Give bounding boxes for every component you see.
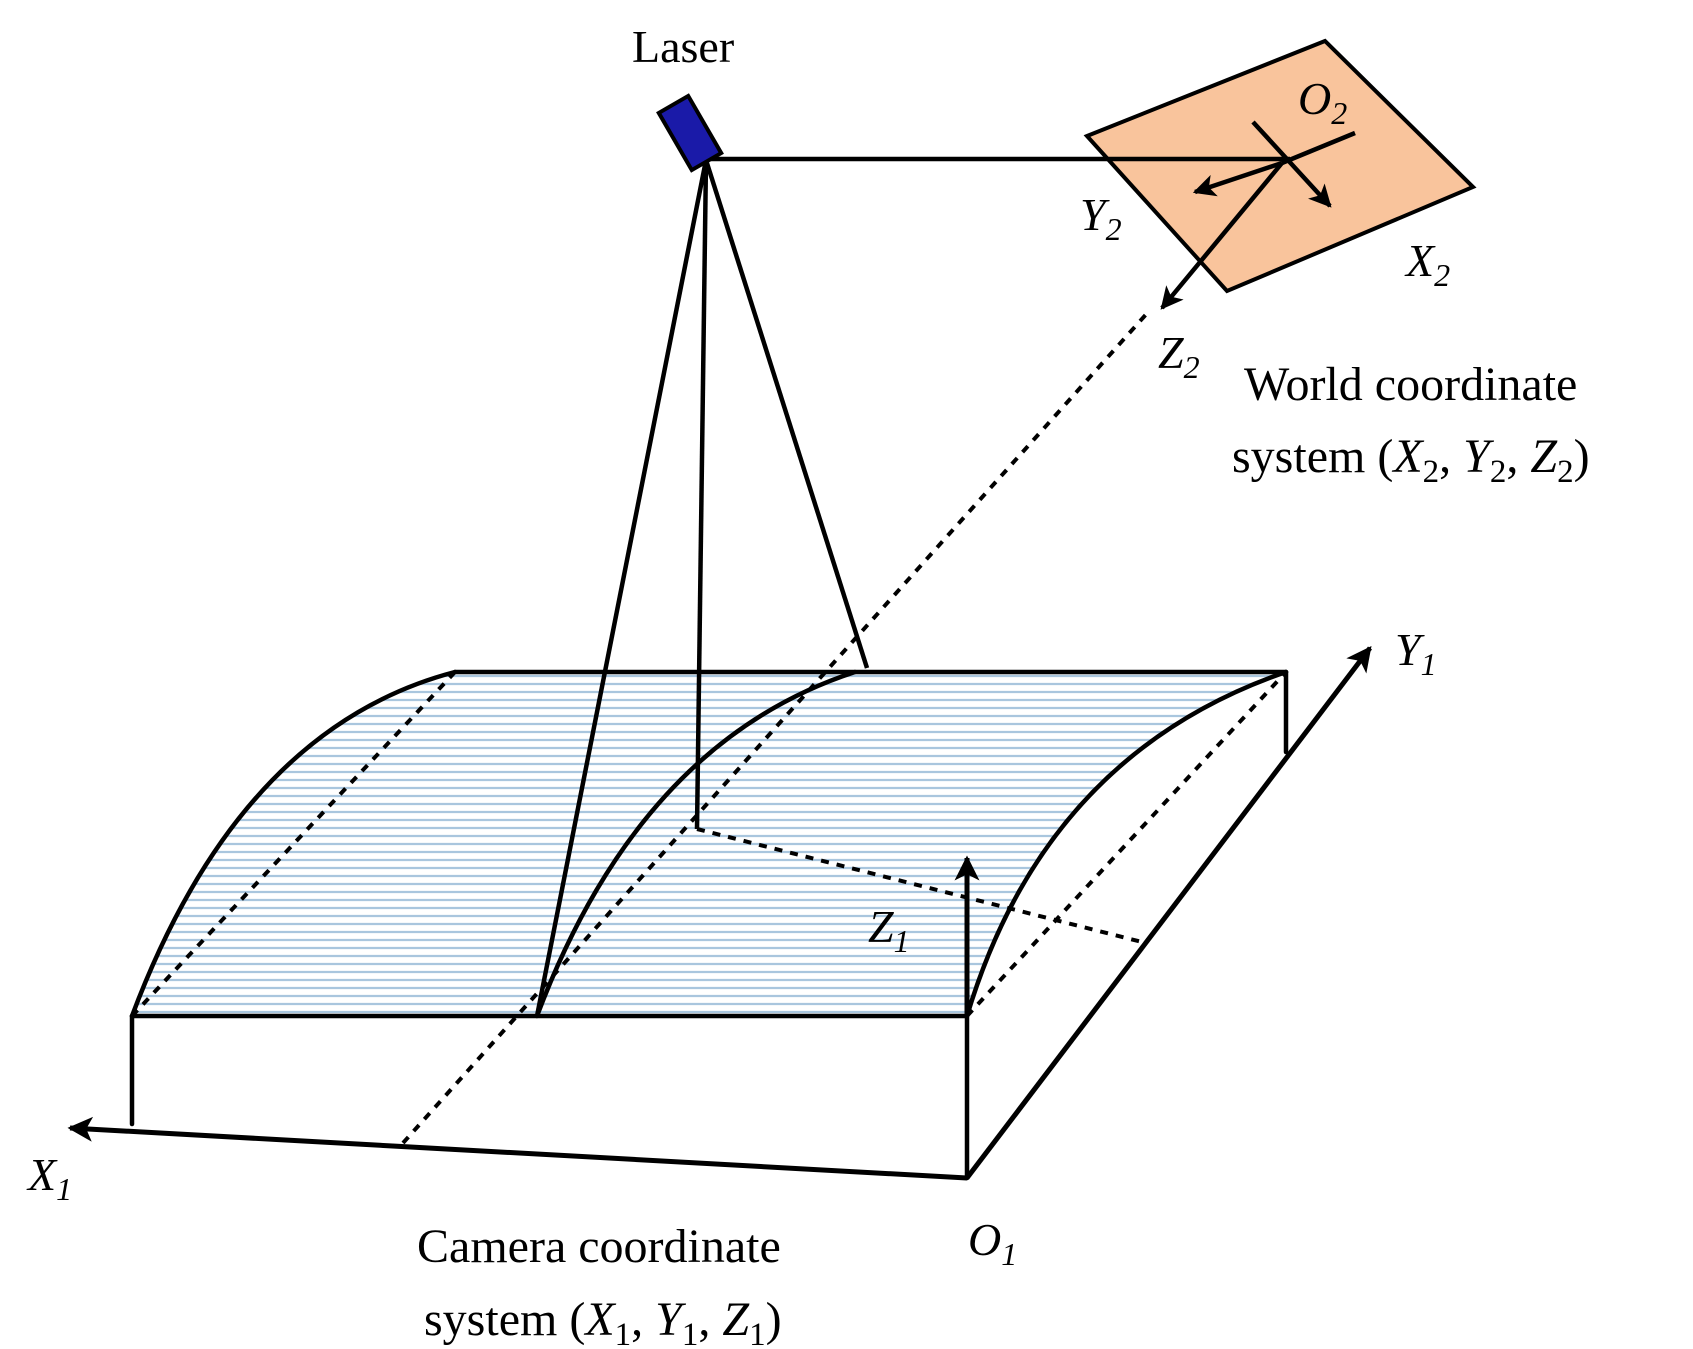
world-axes [1160, 120, 1356, 310]
z1-label: Z1 [868, 901, 910, 959]
surface-left-arc [129, 669, 458, 1019]
box-edges [129, 669, 1289, 1181]
laser-beam-left [534, 159, 709, 1017]
z2-axis-arrow [1160, 161, 1284, 310]
camera-caption-line2: system (X1, Y1, Z1) [424, 1293, 782, 1349]
y2-axis-arrow [1192, 160, 1283, 197]
laser-foot-dashed [696, 827, 1143, 944]
laser-label: Laser [632, 21, 734, 72]
y1-label: Y1 [1395, 624, 1437, 682]
o2-line [1281, 130, 1356, 166]
laser-device [656, 93, 724, 173]
x1-axis-arrow [67, 1116, 968, 1181]
laser-beam-vertical [694, 159, 709, 830]
o1-label: O1 [968, 1214, 1017, 1272]
x2-label: X2 [1404, 235, 1450, 293]
o2-label: O2 [1298, 73, 1347, 131]
y2-label: Y2 [1080, 189, 1122, 247]
surface-middle-arc [534, 669, 858, 1019]
camera-axes [67, 646, 1372, 1181]
camera-caption-line1: Camera coordinate [417, 1220, 781, 1273]
surface-back-edge-right-dashed [965, 670, 1288, 1018]
hidden-lines [130, 308, 1288, 1145]
optical-axis-dashed [401, 308, 1152, 1145]
y1-axis-arrow [965, 646, 1372, 1180]
curved-surface-fill [132, 672, 1286, 1016]
surface-right-arc [964, 669, 1289, 1019]
world-caption-line1: World coordinate [1244, 358, 1577, 411]
laser-beam-right [703, 159, 870, 669]
world-caption-line2: system (X2, Y2, Z2) [1232, 430, 1590, 490]
laser-beams [534, 156, 1290, 1017]
x1-label: X1 [26, 1149, 72, 1207]
z2-label: Z2 [1158, 327, 1200, 385]
x2-axis-arrow [1251, 120, 1332, 208]
